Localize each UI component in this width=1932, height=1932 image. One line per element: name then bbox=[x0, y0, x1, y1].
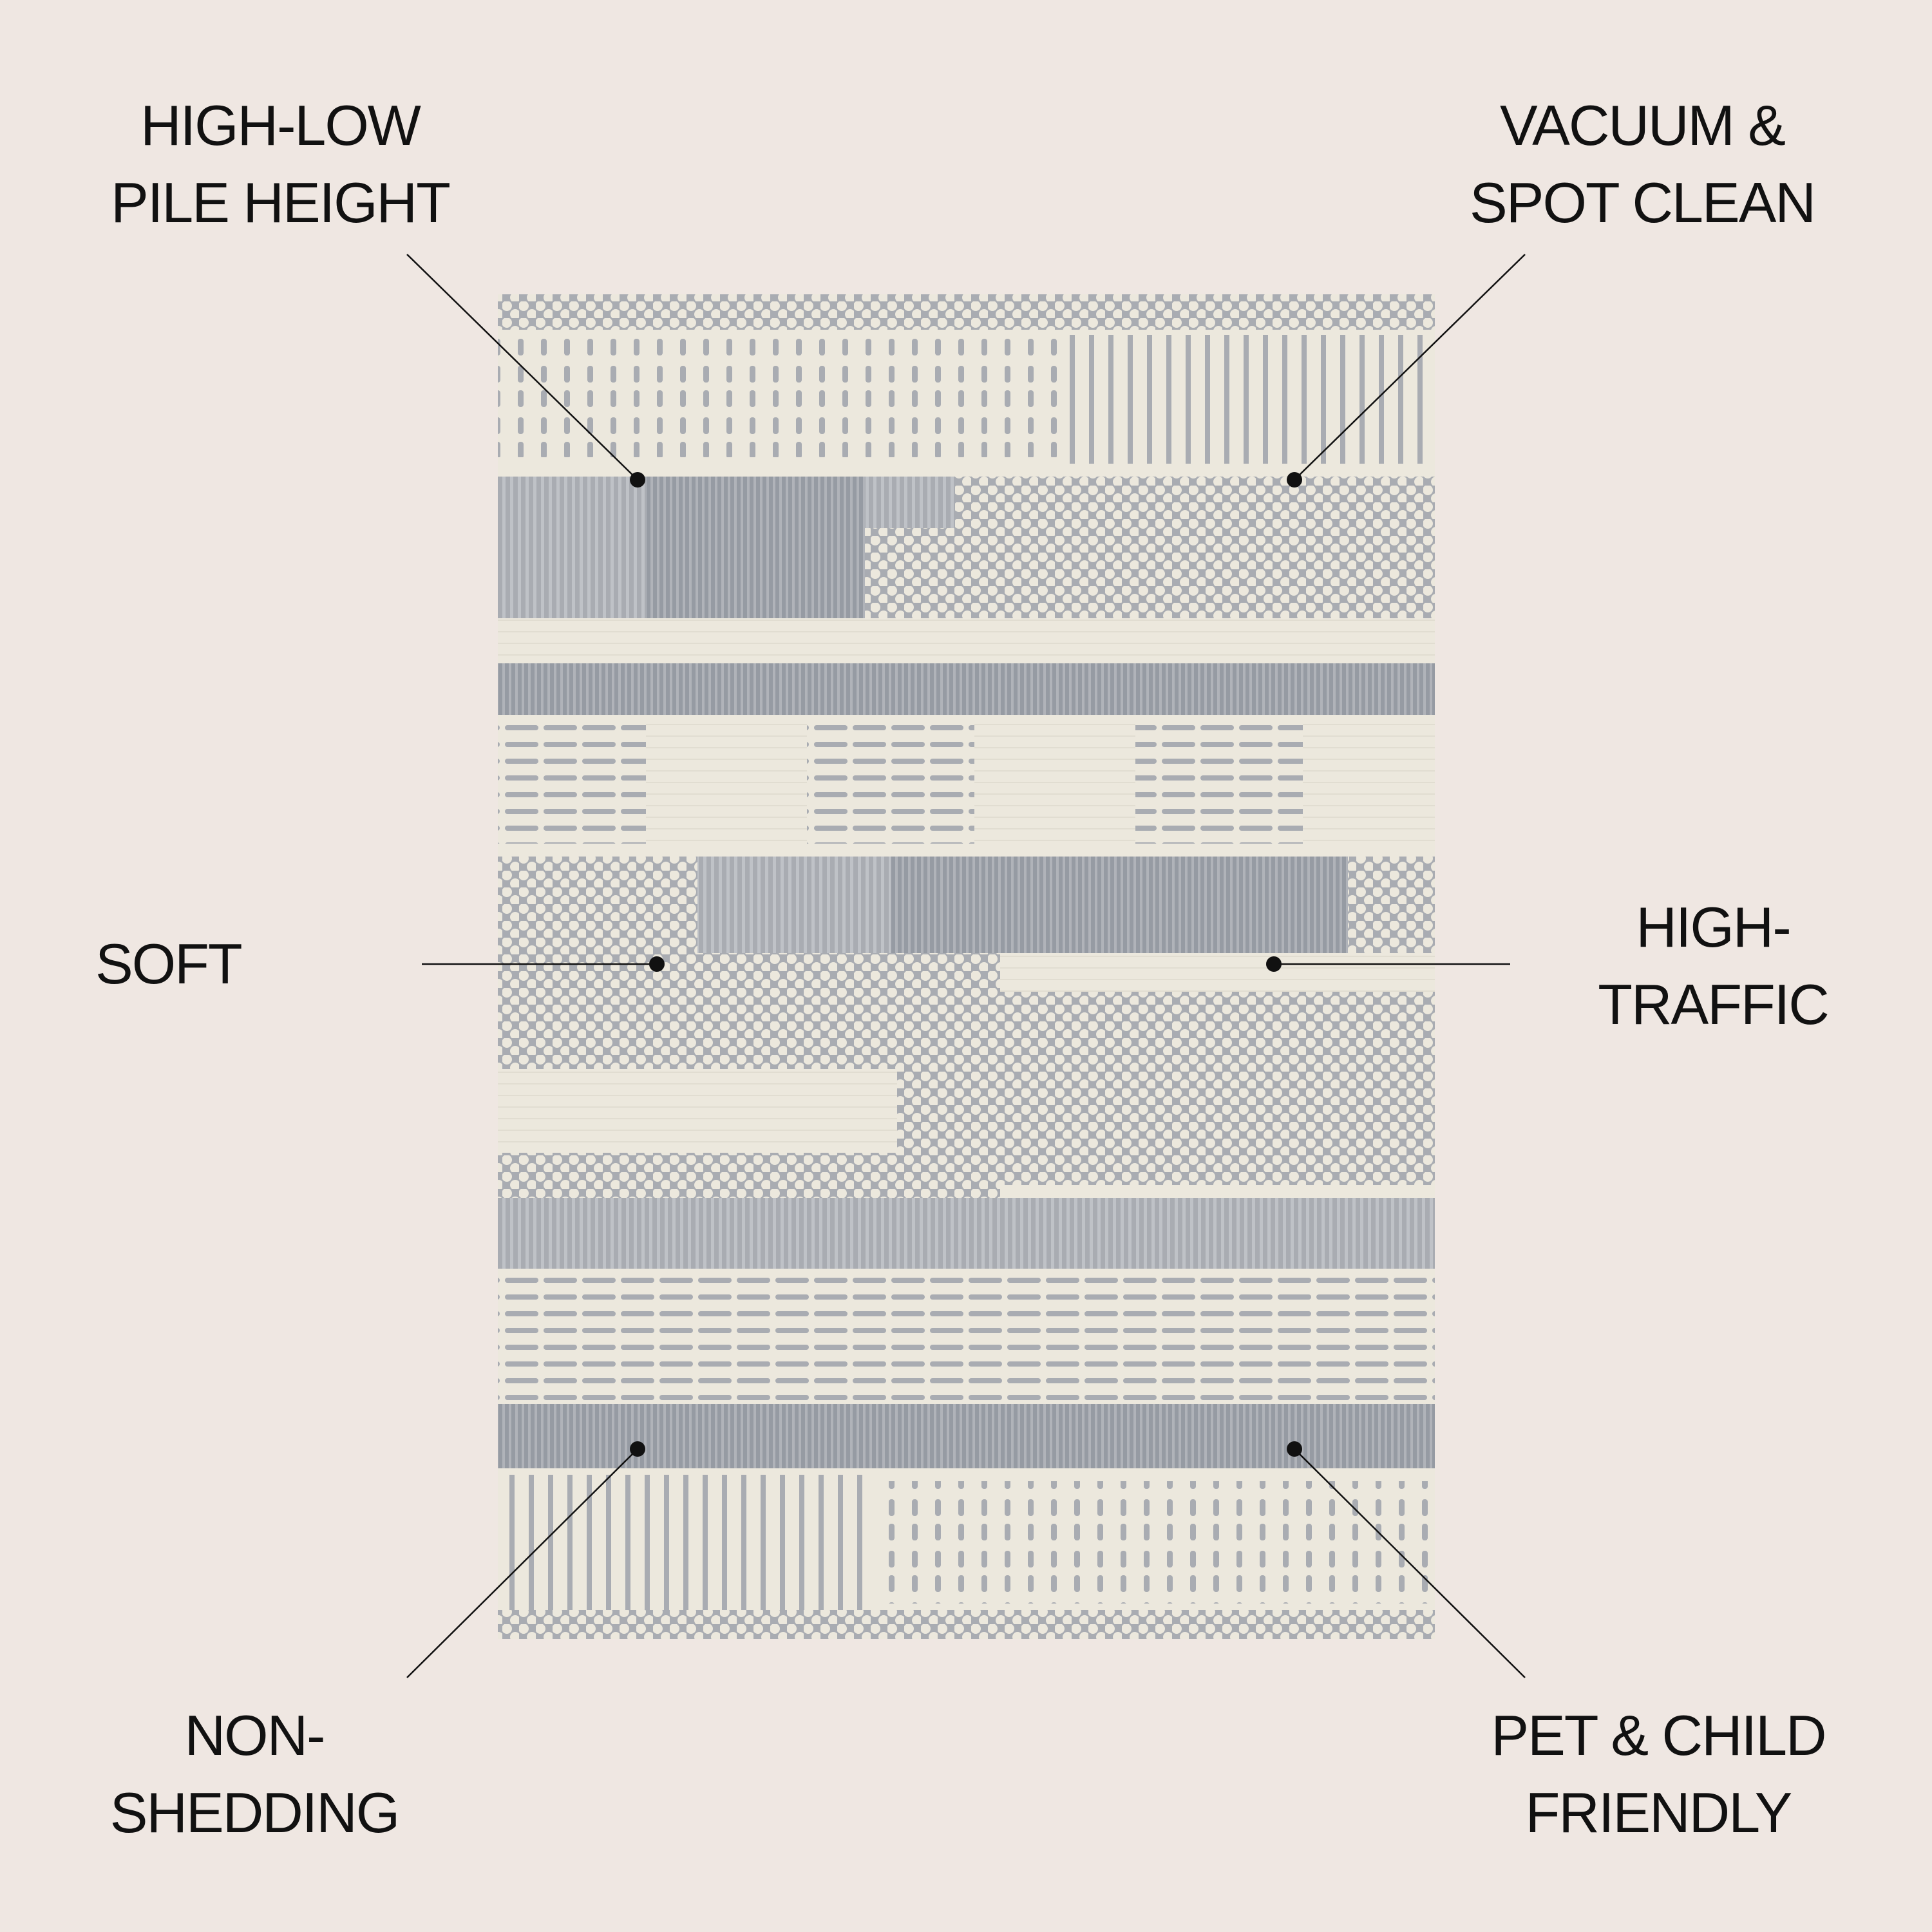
rug-band-mid-dots-lower bbox=[1000, 992, 1435, 1185]
rug-band-bottom-dots bbox=[498, 1610, 1435, 1639]
rug-band-grey-1a bbox=[498, 477, 646, 618]
rug-band-bottom-vlines bbox=[498, 1475, 871, 1610]
callout-dot-shed bbox=[630, 1441, 645, 1457]
callout-dot-soft bbox=[649, 956, 665, 972]
callout-line-shed bbox=[406, 1448, 638, 1678]
callout-dot-traffic bbox=[1266, 956, 1282, 972]
rug-band-grey-1b bbox=[646, 477, 865, 618]
rug-band-grey-1d bbox=[865, 477, 955, 528]
rug-band-cream-1 bbox=[498, 618, 1435, 663]
feature-label-high-traffic: HIGH- TRAFFIC bbox=[1598, 895, 1830, 1036]
feature-label-pet-child-friendly: PET & CHILD FRIENDLY bbox=[1491, 1703, 1826, 1844]
rug-band-mid-dots-right bbox=[1348, 857, 1435, 953]
feature-label-pile-height: HIGH-LOW PILE HEIGHT bbox=[111, 93, 451, 234]
rug-band-hstripes-2 bbox=[498, 1269, 1435, 1404]
rug-band-cream-2a bbox=[646, 715, 807, 844]
callout-line-clean bbox=[1294, 254, 1526, 480]
feature-label-soft: SOFT bbox=[95, 932, 243, 996]
rug-band-grey-1e bbox=[955, 477, 1435, 618]
callout-dot-pile bbox=[630, 472, 645, 488]
rug-band-bottom-dashes bbox=[871, 1481, 1435, 1604]
rug-band-cream-2c bbox=[1303, 715, 1435, 844]
rug-band-top-dashes bbox=[498, 335, 1058, 457]
rug-band-hstripes-1b bbox=[807, 715, 974, 844]
rug-band-mid-dots-center bbox=[697, 953, 1000, 1069]
callout-line-pet bbox=[1294, 1448, 1526, 1678]
rug-band-grey-2 bbox=[498, 663, 1435, 715]
rug-band-hstripes-1c bbox=[1135, 715, 1303, 844]
callout-dot-clean bbox=[1287, 472, 1302, 488]
rug-band-top-vlines bbox=[1058, 335, 1435, 464]
rug-band-grey-4 bbox=[498, 1404, 1435, 1468]
rug-band-mid-cream bbox=[1000, 953, 1435, 992]
rug-band-grey-3 bbox=[498, 1198, 1435, 1269]
rug-band-mid-dots-left bbox=[498, 857, 697, 1069]
feature-label-vacuum-spot-clean: VACUUM & SPOT CLEAN bbox=[1470, 93, 1816, 234]
rug-band-hstripes-1a bbox=[498, 715, 646, 844]
rug-band-cream-3 bbox=[498, 1069, 897, 1153]
callout-dot-pet bbox=[1287, 1441, 1302, 1457]
rug-band-grey-1c bbox=[865, 528, 968, 618]
callout-line-pile bbox=[406, 254, 638, 480]
rug-band-top-dots bbox=[498, 294, 1435, 330]
rug-band-dots-4 bbox=[498, 1153, 1000, 1198]
rug-band-cream-2b bbox=[974, 715, 1135, 844]
feature-label-non-shedding: NON- SHEDDING bbox=[109, 1703, 401, 1844]
rug-band-mid-grey-b bbox=[891, 857, 1348, 953]
